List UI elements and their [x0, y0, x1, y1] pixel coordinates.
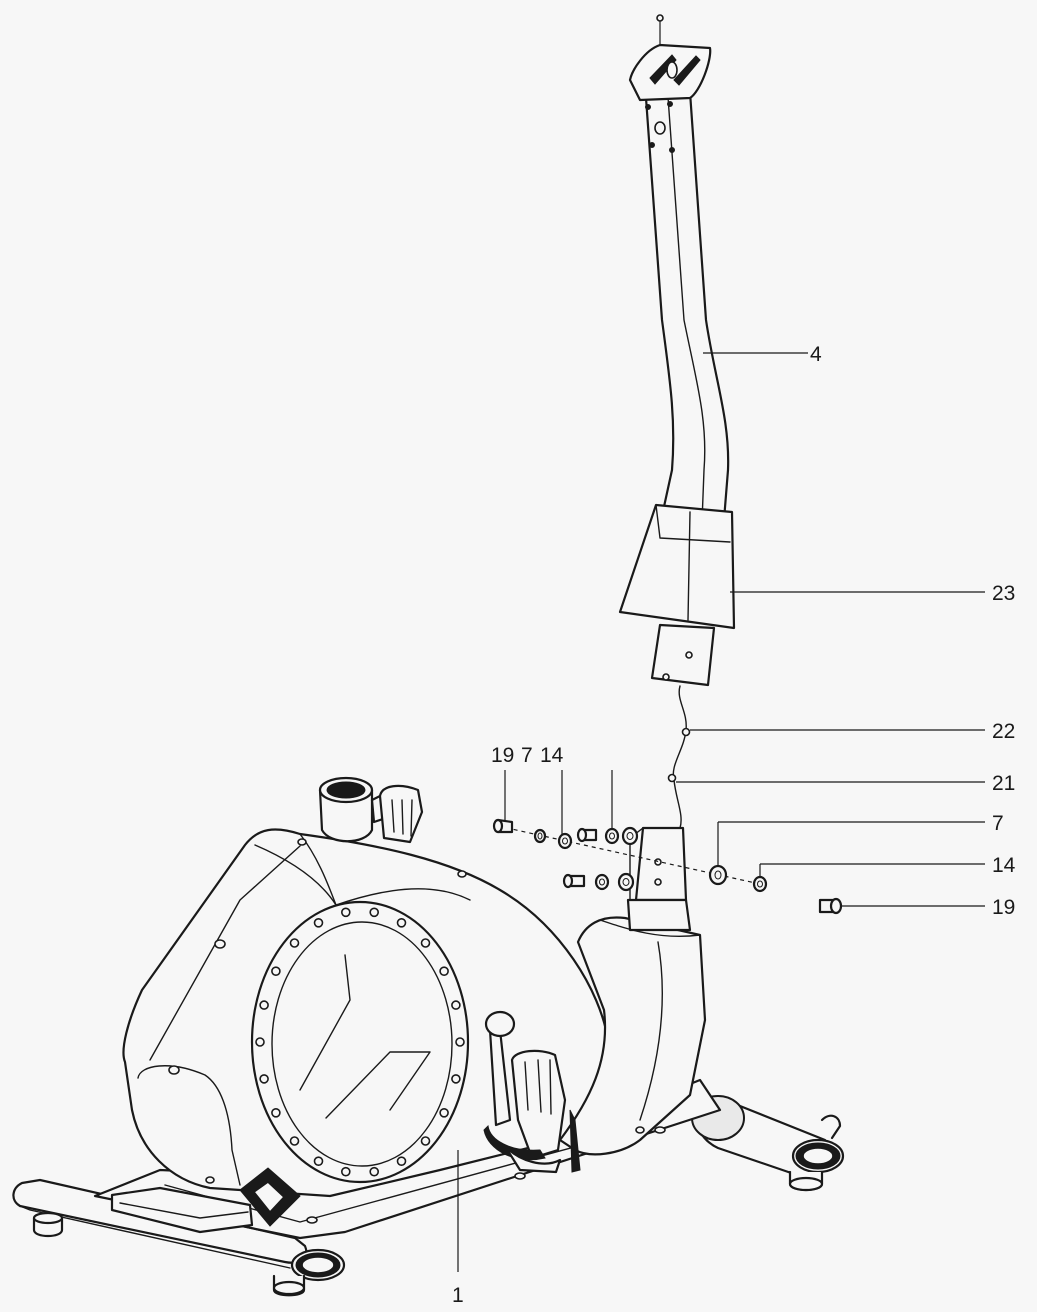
flywheel-bolt	[340, 1166, 351, 1177]
flywheel-bolt	[396, 1156, 407, 1166]
callout-1: 1	[452, 1284, 464, 1307]
flywheel-bolt	[259, 1000, 269, 1010]
flywheel-bolt	[271, 1108, 281, 1118]
callout-14-right: 14	[992, 854, 1016, 877]
handlebar-upright-post	[628, 14, 730, 527]
footrest-pad	[110, 1167, 301, 1234]
flywheel-cover	[250, 900, 470, 1184]
flywheel-bolt	[271, 966, 281, 977]
flywheel-bolt	[420, 938, 431, 948]
seat-post-socket	[318, 776, 424, 844]
callout-7-right: 7	[992, 812, 1004, 835]
flywheel-bolt	[396, 917, 407, 928]
flywheel-bolt	[313, 1156, 324, 1166]
flywheel-bolt	[259, 1074, 269, 1084]
upright-shroud	[618, 503, 736, 687]
callout-7-left: 7	[521, 744, 533, 767]
flywheel-bolt-ring	[255, 907, 465, 1177]
flywheel-bolt	[455, 1037, 465, 1047]
flywheel-bolt	[439, 1108, 449, 1118]
sensor-cable	[667, 685, 691, 829]
flywheel-bolt	[369, 1166, 380, 1177]
left-fastener-group	[492, 770, 761, 892]
frame-upright-stub	[626, 826, 692, 932]
flywheel-bolt	[369, 907, 380, 918]
callout-19-right: 19	[992, 896, 1015, 919]
callout-19-left: 19	[491, 744, 514, 767]
flywheel-bolt	[439, 966, 449, 977]
callout-21: 21	[992, 772, 1015, 795]
callout-23: 23	[992, 582, 1015, 605]
flywheel-bolt	[289, 1136, 300, 1146]
flywheel-bolt	[313, 917, 324, 928]
right-fastener-group	[708, 864, 843, 915]
flywheel-bolt	[451, 1000, 461, 1010]
pedal-crank	[483, 1010, 581, 1174]
callout-labels: 4 23 22 21 7 14 19 1 19 7 14	[452, 343, 1016, 1307]
leader-lines	[457, 352, 985, 1272]
callout-14-left: 14	[540, 744, 564, 767]
callout-4: 4	[810, 343, 822, 366]
rear-upright-housing	[558, 916, 707, 1156]
flywheel-bolt	[420, 1136, 431, 1146]
flywheel-bolt	[289, 938, 300, 948]
callout-22: 22	[992, 720, 1015, 743]
flywheel-bolt	[255, 1037, 265, 1047]
flywheel-bolt	[451, 1074, 461, 1084]
flywheel-bolt	[340, 907, 351, 918]
